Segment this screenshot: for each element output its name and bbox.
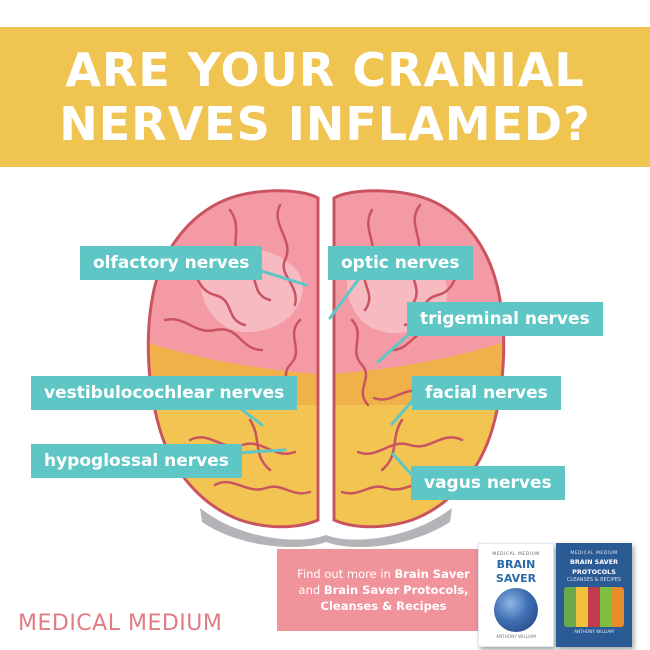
promo-box[interactable]: Find out more in Brain Saver and Brain S… bbox=[277, 549, 490, 631]
promo-connector: and bbox=[298, 583, 324, 597]
book-cover-brain-saver[interactable]: MEDICAL MEDIUM BRAIN SAVER ANTHONY WILLI… bbox=[478, 543, 554, 647]
label-vestibulocochlear-nerves: vestibulocochlear nerves bbox=[31, 376, 298, 410]
label-trigeminal-nerves: trigeminal nerves bbox=[407, 302, 603, 336]
book2-author: ANTHONY WILLIAM bbox=[574, 629, 614, 634]
headline-line-1: ARE YOUR CRANIAL bbox=[65, 43, 585, 97]
headline-line-2: NERVES INFLAMED? bbox=[59, 97, 591, 151]
book1-title-line-2: SAVER bbox=[495, 572, 537, 585]
label-facial-nerves: facial nerves bbox=[412, 376, 561, 410]
promo-line-2: and Brain Saver Protocols, Cleanses & Re… bbox=[283, 582, 484, 614]
label-olfactory-nerves: olfactory nerves bbox=[80, 246, 263, 280]
book1-author: ANTHONY WILLIAM bbox=[496, 634, 536, 639]
title-banner: ARE YOUR CRANIAL NERVES INFLAMED? bbox=[0, 27, 650, 167]
book2-subtitle: CLEANSES & RECIPES bbox=[566, 577, 622, 583]
label-hypoglossal-nerves: hypoglossal nerves bbox=[31, 444, 242, 478]
book2-title-line-1: BRAIN SAVER bbox=[569, 558, 619, 566]
label-vagus-nerves: vagus nerves bbox=[411, 466, 565, 500]
brain-base-shadow bbox=[200, 508, 452, 548]
book2-title-line-2: PROTOCOLS bbox=[572, 568, 616, 576]
book1-title-line-1: BRAIN bbox=[496, 558, 536, 571]
book1-series: MEDICAL MEDIUM bbox=[492, 552, 540, 557]
promo-line-1: Find out more in Brain Saver bbox=[297, 566, 470, 582]
brain-globe-image bbox=[494, 588, 538, 632]
book-cover-brain-saver-protocols[interactable]: MEDICAL MEDIUM BRAIN SAVER PROTOCOLS CLE… bbox=[556, 543, 632, 647]
promo-book-2: Brain Saver Protocols, Cleanses & Recipe… bbox=[320, 583, 469, 613]
book2-series: MEDICAL MEDIUM bbox=[570, 551, 618, 556]
promo-prefix: Find out more in bbox=[297, 567, 395, 581]
brand-logo-text[interactable]: MEDICAL MEDIUM bbox=[18, 611, 223, 636]
label-optic-nerves: optic nerves bbox=[328, 246, 473, 280]
promo-book-1: Brain Saver bbox=[394, 567, 470, 581]
food-image bbox=[564, 587, 624, 627]
